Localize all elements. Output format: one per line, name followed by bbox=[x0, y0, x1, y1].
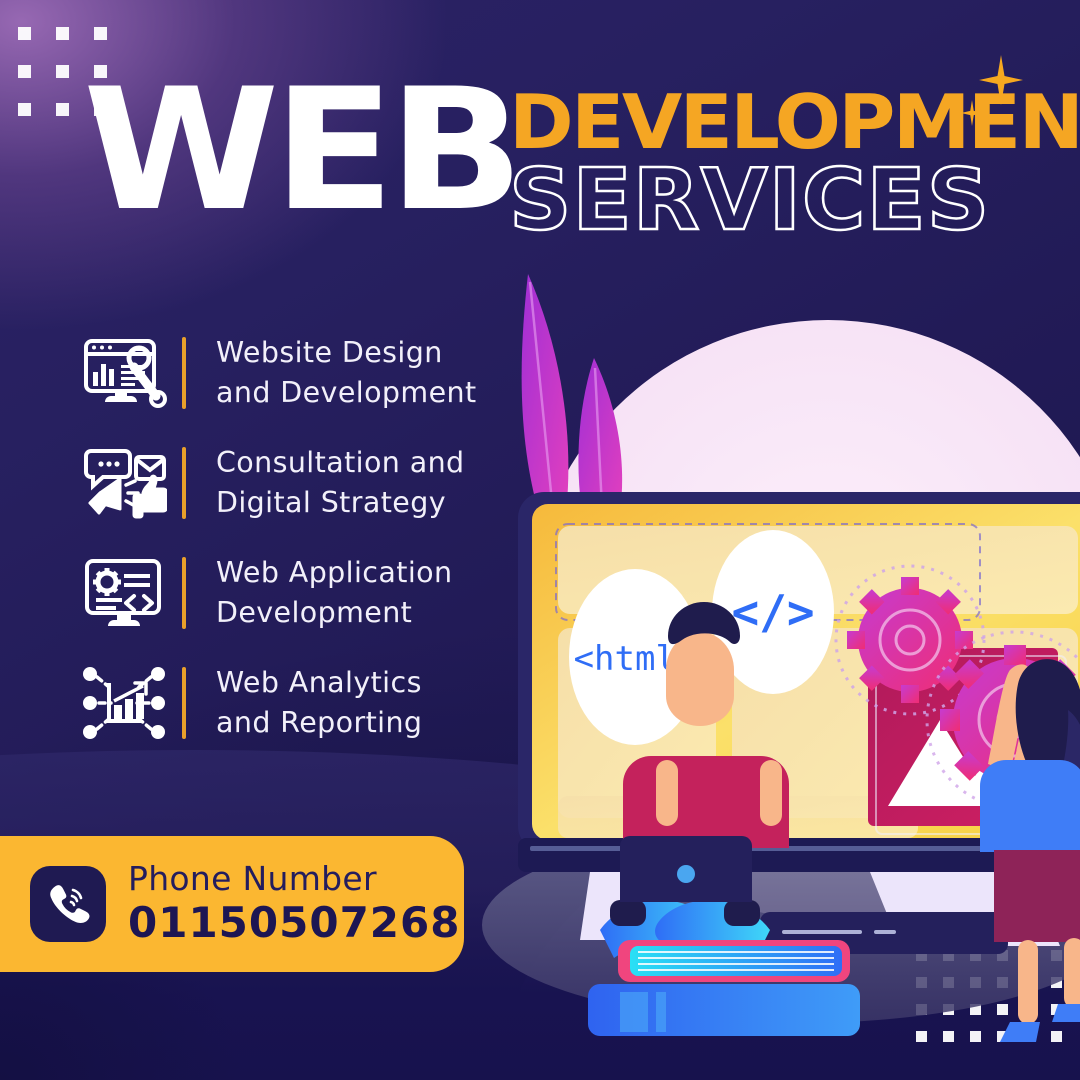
service-label-line2: Development bbox=[216, 596, 413, 629]
monitor-wrench-chart-icon bbox=[70, 336, 178, 410]
service-divider bbox=[182, 557, 186, 629]
phone-label: Phone Number bbox=[128, 858, 377, 898]
book-stack bbox=[588, 940, 860, 1036]
service-label-line1: Web Analytics bbox=[216, 665, 422, 699]
standing-woman-designer bbox=[980, 659, 1080, 1042]
dot-grid-top-left-icon bbox=[18, 27, 107, 116]
code-bubble-label: </> bbox=[731, 585, 814, 639]
monitor-gear-code-icon bbox=[70, 556, 178, 630]
headline-web: WEB bbox=[83, 52, 524, 248]
web-development-illustration: <html> </> bbox=[470, 240, 1080, 1080]
service-item-website-design: Website Design and Development bbox=[70, 318, 540, 428]
page-title: WEB DEVELOPMENT SERVICES bbox=[83, 52, 1080, 248]
code-speech-bubble bbox=[712, 530, 834, 694]
service-label: Website Design and Development bbox=[216, 333, 477, 414]
headline-services: SERVICES bbox=[508, 151, 991, 250]
leaf-left bbox=[521, 274, 569, 512]
service-item-web-application: Web Application Development bbox=[70, 538, 540, 648]
service-label-line1: Consultation and bbox=[216, 445, 465, 479]
service-label-line1: Web Application bbox=[216, 555, 453, 589]
service-label: Web Application Development bbox=[216, 553, 452, 634]
phone-ringing-icon bbox=[30, 866, 106, 942]
leaf-right bbox=[578, 358, 623, 512]
service-label-line2: and Development bbox=[216, 376, 477, 409]
megaphone-chat-mail-thumbsup-icon bbox=[70, 445, 178, 521]
service-item-consultation: Consultation and Digital Strategy bbox=[70, 428, 540, 538]
service-label-line2: Digital Strategy bbox=[216, 486, 447, 519]
service-item-web-analytics: Web Analytics and Reporting bbox=[70, 648, 540, 758]
phone-number-value[interactable]: 01150507268 bbox=[128, 898, 461, 947]
headline-development: DEVELOPMENT bbox=[509, 78, 1080, 166]
analytics-network-chart-icon bbox=[70, 665, 178, 741]
service-label-line2: and Reporting bbox=[216, 706, 423, 739]
service-label: Web Analytics and Reporting bbox=[216, 663, 422, 744]
service-label: Consultation and Digital Strategy bbox=[216, 443, 465, 524]
service-divider bbox=[182, 667, 186, 739]
services-list: Website Design and Development bbox=[70, 318, 540, 758]
service-label-line1: Website Design bbox=[216, 335, 443, 369]
service-divider bbox=[182, 447, 186, 519]
service-divider bbox=[182, 337, 186, 409]
phone-number-banner[interactable]: Phone Number 01150507268 bbox=[0, 836, 464, 972]
